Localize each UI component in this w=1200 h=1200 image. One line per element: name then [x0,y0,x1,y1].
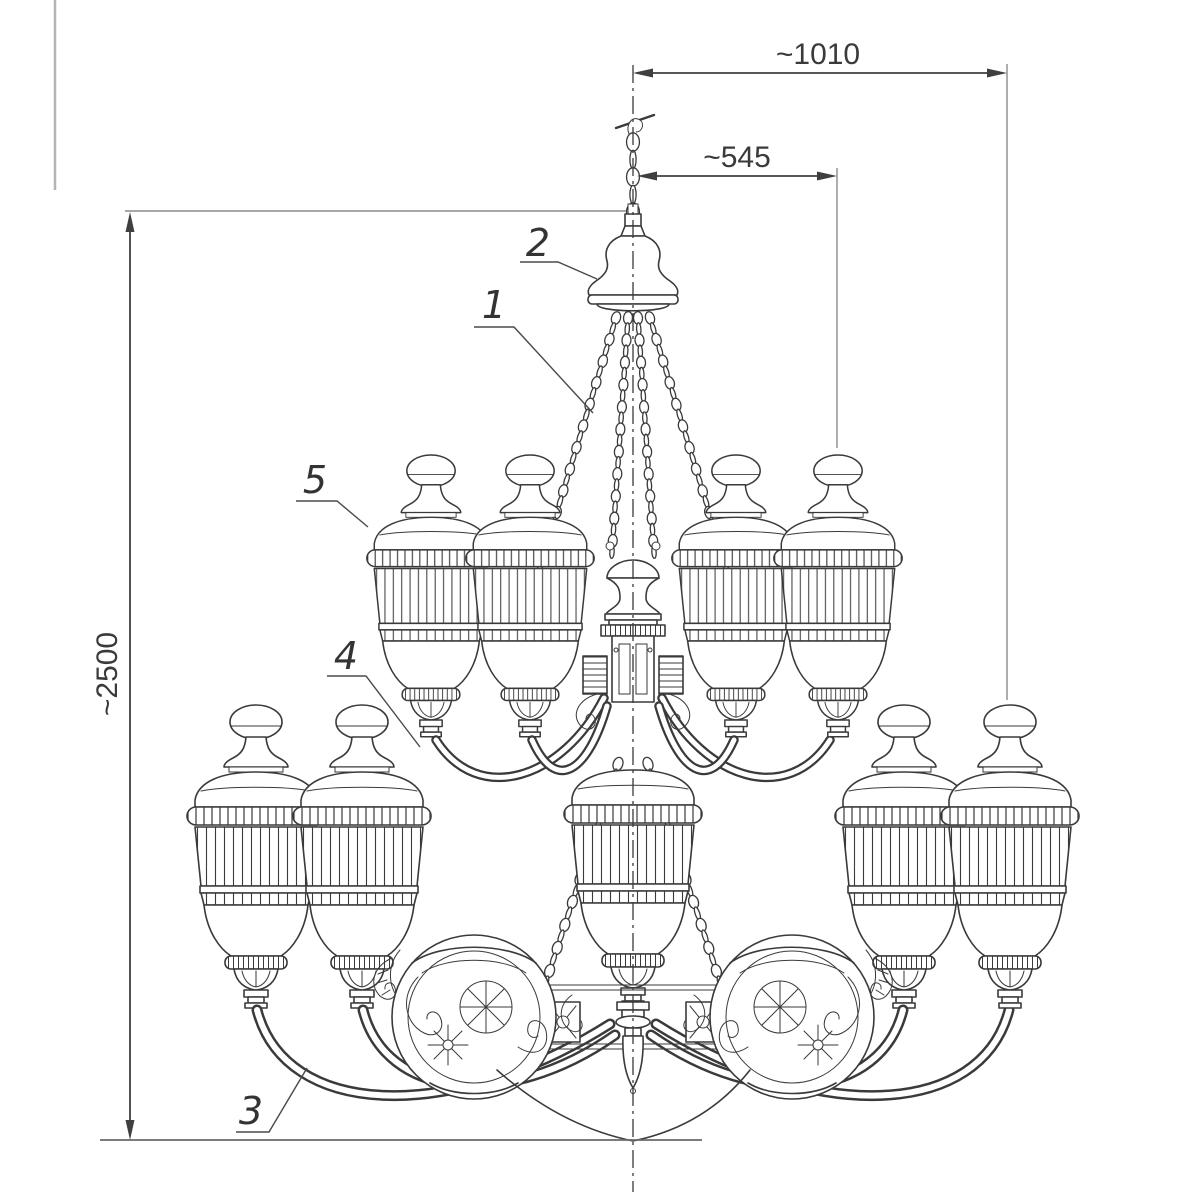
callout-2: 2 [520,221,598,280]
lower-lamp-inner-left [293,705,431,1008]
arrow-right-icon [987,68,1007,78]
callout-4: 4 [327,634,421,748]
center-scroll-right [683,994,706,1033]
suspension-hook-icon [614,113,656,135]
chain-anchor-ball-right [651,541,661,551]
callout-2-label: 2 [526,221,550,265]
callout-1: 1 [474,283,594,414]
chandelier-figure [187,65,1079,1192]
lower-lamp-outer-right [941,705,1079,1008]
callout-3: 3 [236,1067,308,1133]
arrow-down-icon [125,1120,135,1140]
arrow-left-icon [637,171,657,181]
chain-anchor-ball-left [605,541,615,551]
dimension-height: ~2500 [91,212,135,1140]
upper-lamp-inner-right [672,455,800,737]
dimension-label-total-width: ~1010 [776,38,860,71]
dimension-total-width: ~1010 [633,38,1007,78]
upper-lamp-inner-left [466,455,594,737]
arrow-up-icon [125,212,135,232]
dimension-label-upper-width: ~545 [703,141,771,174]
bottom-finial [615,1001,651,1094]
callout-5-label: 5 [303,458,327,502]
fan-chain-inner-left [607,310,634,560]
upper-arms [431,693,835,782]
callout-5: 5 [296,458,369,528]
filigree-medallion-left [391,934,557,1100]
arrow-left-icon [633,68,653,78]
extension-lines [53,0,1008,1141]
bottom-skirt-curve [496,1069,751,1142]
fan-chain-inner-right [632,310,659,560]
ornament-cluster [373,934,893,1100]
arrow-right-icon [817,171,837,181]
dimension-label-height: ~2500 [91,632,124,716]
callout-1-label: 1 [482,283,506,327]
callout-4-label: 4 [334,634,358,678]
center-scroll-left [560,994,583,1033]
dimension-upper-width: ~545 [637,141,837,181]
callout-3-label: 3 [239,1089,263,1133]
filigree-medallion-right [709,934,875,1100]
upper-lamp-outer-right [774,455,902,737]
